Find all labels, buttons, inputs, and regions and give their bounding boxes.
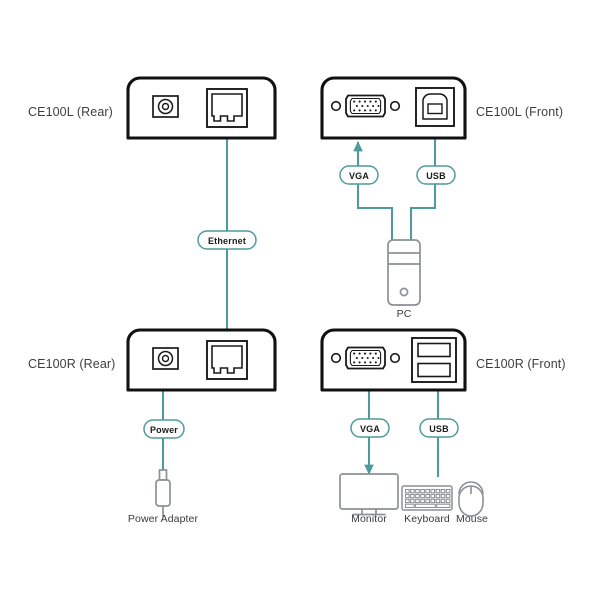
cable-label-power: Power	[149, 425, 178, 435]
keyboard-icon	[401, 485, 453, 511]
monitor-icon	[339, 473, 399, 516]
cable-label-vga-bottom: VGA	[359, 424, 381, 434]
peripheral-label-keyboard: Keyboard	[404, 513, 450, 525]
vga-port-icon	[330, 94, 401, 118]
pill-usb-bottom	[419, 418, 459, 438]
dc-jack-icon	[152, 347, 179, 370]
peripheral-label-power-adapter: Power Adapter	[127, 513, 199, 525]
device-body	[126, 76, 277, 140]
cable-label-ethernet: Ethernet	[207, 236, 247, 246]
peripheral-label-pc: PC	[396, 308, 412, 320]
pill-usb-top	[416, 165, 456, 185]
power-adapter-icon	[155, 469, 171, 517]
cable-label-vga-top: VGA	[348, 171, 370, 181]
mouse-icon	[458, 481, 484, 517]
rj45-port-icon	[206, 340, 248, 380]
device-ce100l-rear[interactable]	[126, 76, 277, 140]
cable-label-usb-top: USB	[426, 171, 446, 181]
pill-vga-bottom	[350, 418, 390, 438]
peripheral-label-monitor: Monitor	[351, 513, 387, 525]
dc-jack-icon	[152, 95, 179, 118]
rj45-port-icon	[206, 88, 248, 128]
device-label-ce100l-rear: CE100L (Rear)	[28, 105, 113, 119]
cable-label-pills	[143, 165, 459, 439]
cable-label-usb-bottom: USB	[429, 424, 449, 434]
pc-tower-icon	[387, 239, 421, 306]
usb-a-port-stack-icon	[411, 337, 457, 383]
device-ce100l-front[interactable]	[320, 76, 467, 140]
pill-vga-top	[339, 165, 379, 185]
pill-power	[143, 419, 185, 439]
usb-b-port-icon	[415, 87, 455, 127]
device-ce100r-front[interactable]	[320, 328, 467, 392]
cable-vga-pc	[353, 141, 394, 240]
pill-ethernet	[197, 230, 257, 250]
device-body	[126, 328, 277, 392]
device-label-ce100r-rear: CE100R (Rear)	[28, 357, 116, 371]
device-label-ce100l-front: CE100L (Front)	[476, 105, 564, 119]
vga-port-icon	[330, 346, 401, 370]
device-ce100r-rear[interactable]	[126, 328, 277, 392]
peripheral-label-mouse: Mouse	[455, 513, 488, 525]
device-label-ce100r-front: CE100R (Front)	[476, 357, 566, 371]
